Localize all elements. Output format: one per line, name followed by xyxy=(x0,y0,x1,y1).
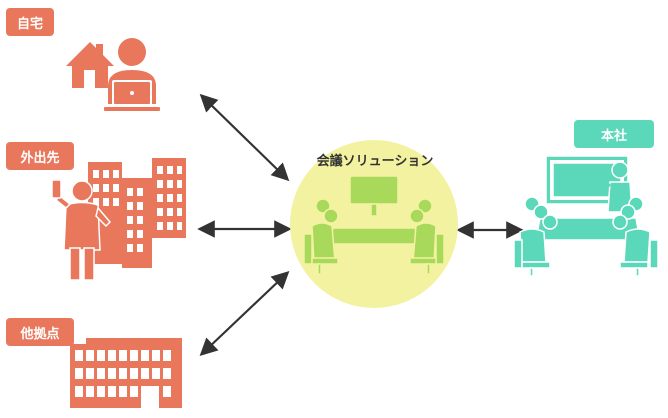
double-arrow-icon xyxy=(199,93,290,182)
label-home: 自宅 xyxy=(6,8,54,36)
factory-building-icon xyxy=(70,338,182,408)
office-buildings-icon xyxy=(88,158,186,268)
label-other-base: 他拠点 xyxy=(6,318,74,346)
businessman-icon xyxy=(51,179,112,281)
double-arrow-icon xyxy=(199,270,290,357)
house-icon xyxy=(66,42,114,88)
presentation-meeting-icon xyxy=(513,155,659,277)
meeting-solution-title: 会議ソリューション xyxy=(316,154,434,169)
meeting-room-icon xyxy=(303,175,445,275)
label-outside: 外出先 xyxy=(6,142,74,170)
meeting-solution-circle xyxy=(290,140,458,308)
label-headquarters: 本社 xyxy=(574,120,654,148)
remote-worker-icon xyxy=(104,38,160,111)
